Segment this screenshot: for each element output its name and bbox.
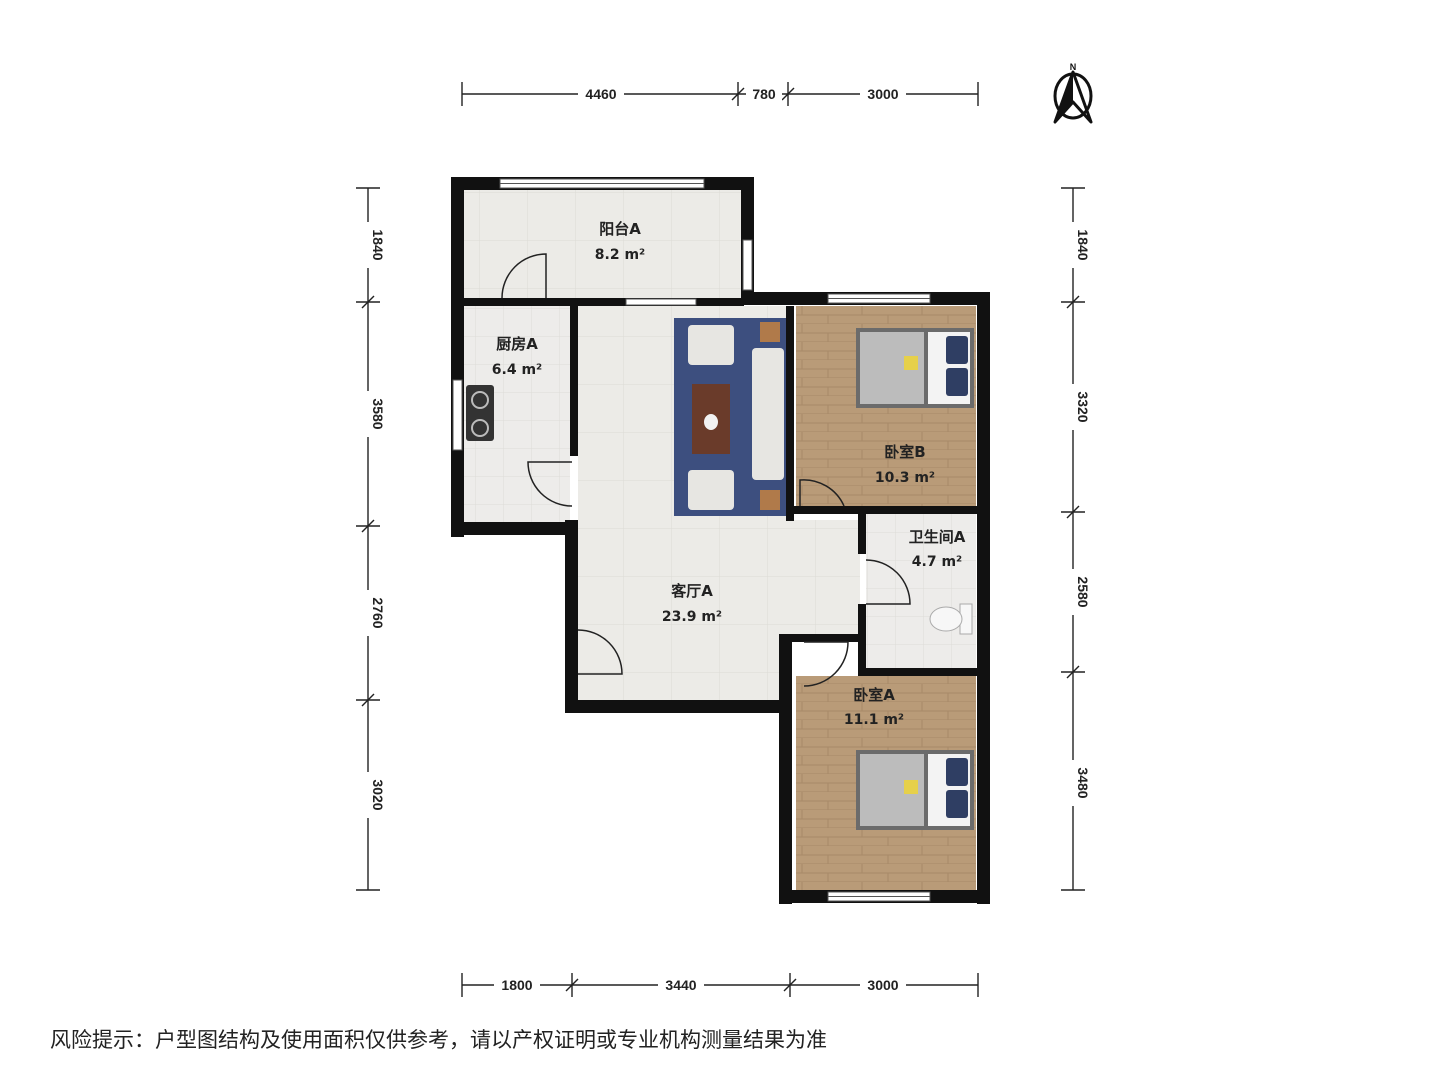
bedroom-b-area: 10.3 m² [875,470,935,486]
bathroom-area: 4.7 m² [912,554,962,570]
right-dim-1: 1840 [1075,229,1091,260]
kitchen-label: 厨房A [496,335,538,353]
left-dim-1: 1840 [370,229,386,260]
right-dim-4: 3480 [1075,767,1091,798]
windows [452,178,931,902]
balcony-area: 8.2 m² [595,247,645,263]
right-dim-2: 3320 [1075,391,1091,422]
bed-icon [856,750,974,830]
bathroom-label: 卫生间A [909,528,966,546]
living-label: 客厅A [670,582,713,600]
bottom-dimension: 1800 3440 3000 [461,973,979,997]
bottom-dim-2: 3440 [665,977,696,993]
left-dim-3: 2760 [370,597,386,628]
bottom-dim-3: 3000 [867,977,898,993]
bed-icon [856,328,974,408]
top-dim-3: 3000 [867,86,898,102]
right-dim-3: 2580 [1075,576,1091,607]
left-dim-2: 3580 [370,398,386,429]
left-dimension: 1840 3580 2760 3020 [356,187,386,891]
toilet-icon [929,603,973,635]
living-area: 23.9 m² [662,609,722,625]
top-dimension: 4460 780 3000 [461,82,979,106]
left-dim-4: 3020 [370,779,386,810]
compass-icon: N [1053,62,1093,124]
bedroom-a-area: 11.1 m² [844,712,904,728]
doors [501,253,911,687]
bathroom-floor [866,514,976,668]
top-dim-1: 4460 [585,86,616,102]
right-dimension: 1840 3320 2580 3480 [1061,187,1091,891]
compass-label: N [1070,62,1077,72]
kitchen-area: 6.4 m² [492,362,542,378]
bottom-dim-1: 1800 [501,977,532,993]
balcony-floor [462,190,744,298]
balcony-label: 阳台A [599,220,641,238]
bedroom-a-label: 卧室A [853,686,895,704]
stove-icon [466,385,494,441]
top-dim-2: 780 [752,86,776,102]
living-room-furniture [674,318,786,516]
bedroom-b-label: 卧室B [884,443,925,461]
disclaimer-text: 风险提示：户型图结构及使用面积仅供参考，请以产权证明或专业机构测量结果为准 [50,1028,827,1052]
